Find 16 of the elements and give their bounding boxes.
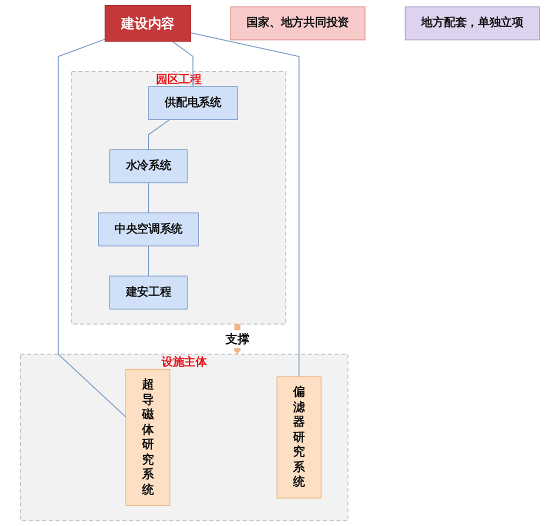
node-box: 地方配套，单独立项 bbox=[404, 6, 540, 40]
node-box: 超导磁体研究系统 bbox=[125, 368, 170, 506]
node-box: 建设内容 bbox=[104, 5, 191, 42]
node-box: 中央空调系统 bbox=[98, 212, 199, 246]
node-box: 供配电系统 bbox=[148, 86, 238, 120]
connector bbox=[148, 182, 149, 213]
connector bbox=[148, 246, 149, 276]
connector bbox=[190, 32, 300, 377]
node-box: 偏滤器研究系统 bbox=[276, 376, 322, 498]
node-box: 水冷系统 bbox=[109, 149, 188, 184]
node-box: 国家、地方共同投资 bbox=[230, 6, 366, 40]
node-box: 建安工程 bbox=[109, 276, 188, 310]
connector bbox=[172, 41, 194, 87]
connector bbox=[148, 119, 170, 150]
connector bbox=[58, 38, 126, 418]
edge-label: 支撑 bbox=[225, 332, 250, 346]
